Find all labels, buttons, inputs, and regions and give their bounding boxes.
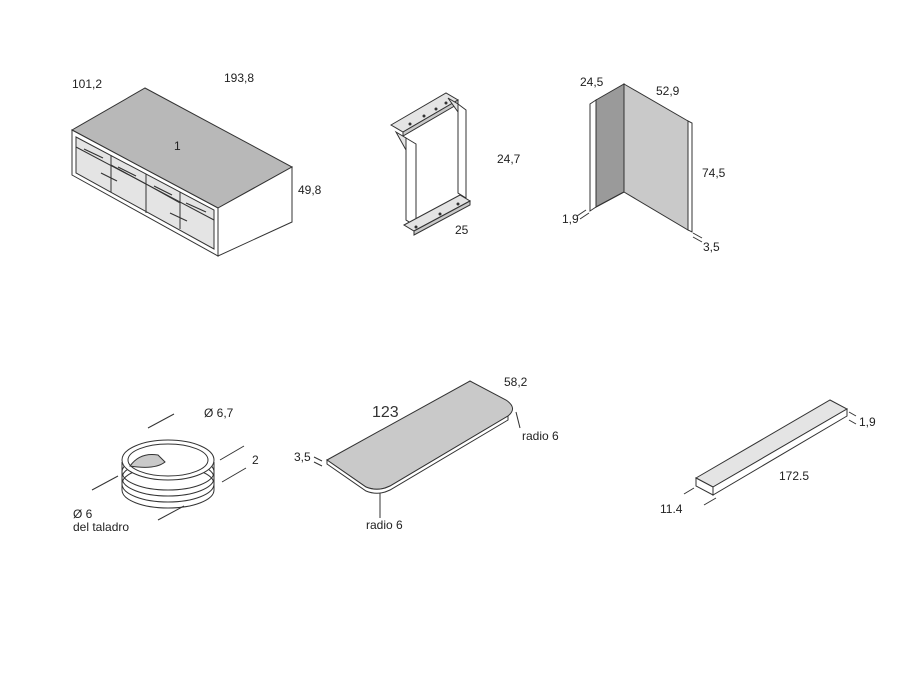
- panel-height-label: 74,5: [702, 166, 726, 180]
- panel-width-label: 52,9: [656, 84, 680, 98]
- cabinet-height-label: 49,8: [298, 183, 322, 197]
- grommet-outer-diameter-label: Ø 6,7: [204, 406, 234, 420]
- panel-drawing: [576, 83, 703, 243]
- cabinet-width-label: 193,8: [224, 71, 254, 85]
- panel-depth-label: 24,5: [580, 75, 604, 89]
- grommet-height-label: 2: [252, 453, 259, 467]
- desktop-radius-front-label: radio 6: [366, 518, 403, 532]
- cabinet-drawing: [70, 87, 294, 257]
- beam-length-label: 172.5: [779, 469, 809, 483]
- desktop-width-label: 58,2: [504, 375, 528, 389]
- grommet-drill-note-label: del taladro: [73, 520, 129, 534]
- leg-frame-drawing: [390, 92, 472, 236]
- cabinet-item-number: 1: [174, 139, 181, 153]
- beam-thickness-label: 1,9: [859, 415, 876, 429]
- beam-width-label: 11.4: [660, 502, 683, 516]
- desktop-radius-right-label: radio 6: [522, 429, 559, 443]
- panel-offset-label: 3,5: [703, 240, 720, 254]
- beam-drawing: [683, 399, 857, 506]
- desktop-length-label: 123: [372, 404, 399, 421]
- leg-frame-depth-label: 25: [455, 223, 469, 237]
- panel-thickness-label: 1,9: [562, 212, 579, 226]
- desktop-drawing: [313, 380, 521, 518]
- grommet-drawing: [91, 413, 247, 521]
- grommet-drill-diameter-label: Ø 6: [73, 507, 93, 521]
- desktop-thickness-label: 3,5: [294, 450, 311, 464]
- cabinet-depth-label: 101,2: [72, 77, 102, 91]
- leg-frame-height-label: 24,7: [497, 152, 521, 166]
